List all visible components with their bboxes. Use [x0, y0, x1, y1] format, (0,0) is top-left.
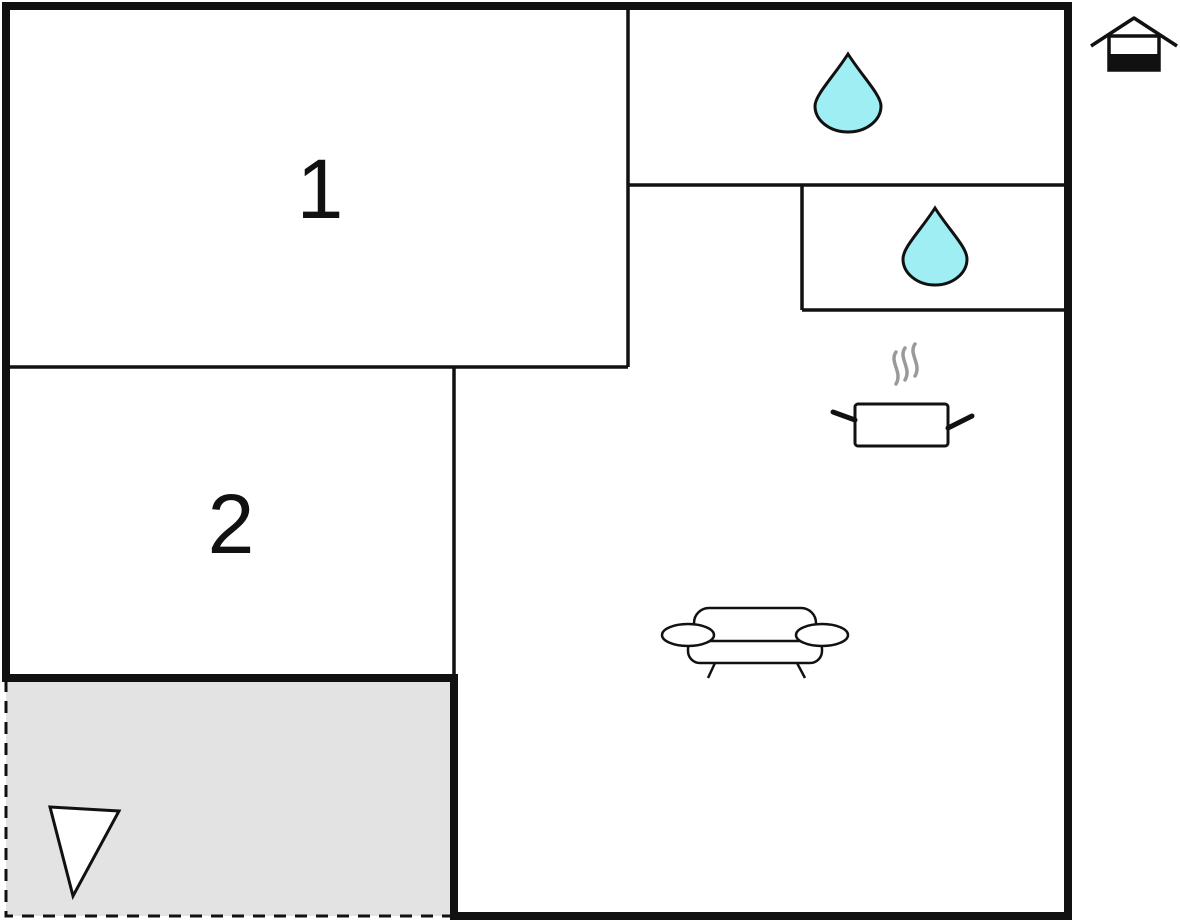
room-1-label: 1 — [297, 142, 344, 236]
house-floor-icon — [1090, 16, 1178, 72]
water-drop-icon — [813, 51, 883, 134]
water-drop-icon — [901, 205, 969, 287]
terrace-triangle-icon — [48, 805, 122, 901]
interior-walls — [6, 6, 1068, 678]
cooking-pot-icon — [830, 342, 975, 448]
room-2-label: 2 — [208, 477, 255, 571]
sofa-icon — [660, 606, 850, 679]
